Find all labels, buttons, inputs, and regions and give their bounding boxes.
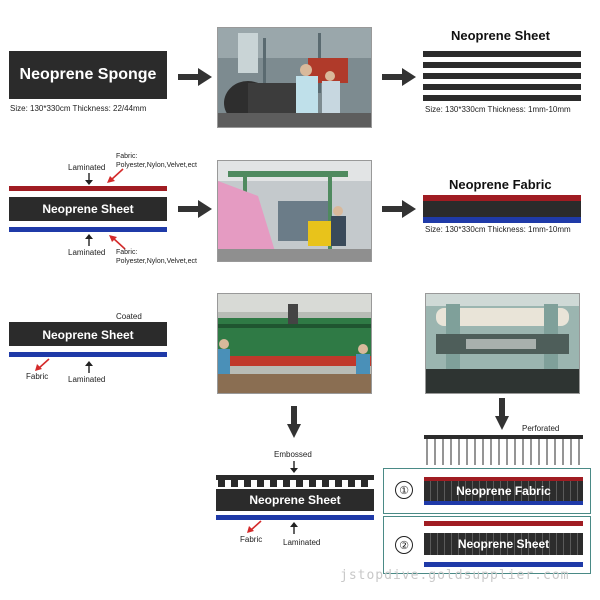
neoprene-sheet-core-label: Neoprene Sheet (42, 202, 134, 216)
neoprene-sheet-core: Neoprene Sheet (9, 197, 167, 221)
embossed-laminated-label: Laminated (283, 538, 321, 547)
factory-photo-embossing (217, 293, 372, 394)
option-1-label: Neoprene Fabric (456, 484, 551, 498)
option-2-perforated-sheet: Neoprene Sheet (424, 533, 583, 555)
coated-top-line (9, 322, 167, 324)
red-pointer-arrow-icon (35, 358, 50, 371)
coated-label: Coated (116, 312, 142, 321)
neoprene-sheet-heading: Neoprene Sheet (451, 28, 550, 43)
arrow-up-icon (290, 522, 298, 534)
option-2-red-layer (424, 521, 583, 526)
red-fabric-layer (9, 186, 167, 191)
sheet-size-text: Size: 130*330cm Thickness: 1mm-10mm (425, 105, 571, 114)
factory-photo-laminating (217, 160, 372, 262)
fabric-top-label: Fabric: Polyester,Nylon,Velvet,ect (116, 153, 197, 169)
coated-neoprene-sheet: Neoprene Sheet (9, 324, 167, 346)
arrow-up-icon (85, 234, 93, 246)
perforated-label: Perforated (522, 424, 560, 433)
fabric-core-layer (423, 201, 581, 217)
option-2-label: Neoprene Sheet (457, 537, 550, 551)
factory-photo-perforating (425, 293, 580, 394)
option-1-number: ① (395, 481, 413, 499)
fabric-bottom-label: Fabric: Polyester,Nylon,Velvet,ect (116, 249, 197, 265)
sheet-layer-1 (423, 51, 581, 57)
red-pointer-arrow-icon (247, 520, 262, 533)
option-1-red-layer (424, 477, 583, 481)
option-1-perforated-core: Neoprene Fabric (424, 481, 583, 501)
option-2-blue-layer (424, 562, 583, 567)
option-1-blue-layer (424, 501, 583, 505)
fabric-blue-layer (423, 217, 581, 223)
laminated-bottom-label: Laminated (68, 248, 106, 257)
embossed-blue-layer (216, 515, 374, 520)
arrow-right-icon (178, 68, 212, 86)
perforator-needles (426, 439, 580, 465)
row3-fabric-label: Fabric (26, 372, 49, 381)
row3-laminated-label: Laminated (68, 375, 106, 384)
neoprene-sponge-title: Neoprene Sponge (19, 66, 157, 83)
arrow-down-icon (287, 406, 301, 438)
option-2-number: ② (395, 536, 413, 554)
coated-neoprene-sheet-label: Neoprene Sheet (42, 328, 134, 342)
arrow-right-icon (382, 200, 416, 218)
sponge-size-text: Size: 130*330cm Thickness: 22/44mm (10, 104, 147, 113)
neoprene-fabric-heading: Neoprene Fabric (449, 177, 552, 192)
red-pointer-arrow-icon (107, 168, 124, 183)
blue-fabric-layer (9, 227, 167, 232)
fabric-size-text: Size: 130*330cm Thickness: 1mm-10mm (425, 225, 571, 234)
arrow-right-icon (382, 68, 416, 86)
arrow-down-icon (85, 173, 93, 185)
sheet-layer-2 (423, 62, 581, 68)
neoprene-sponge-block: Neoprene Sponge (9, 51, 167, 99)
coated-blue-layer (9, 352, 167, 357)
sheet-layer-3 (423, 73, 581, 79)
embossed-fabric-label: Fabric (240, 535, 263, 544)
perforator-bar (424, 435, 583, 439)
watermark-text: jstopdive.goldsupplier.com (340, 568, 570, 583)
fabric-red-layer (423, 195, 581, 201)
sheet-layer-5 (423, 95, 581, 101)
embossed-teeth-pattern (216, 475, 374, 487)
embossed-label: Embossed (274, 450, 312, 459)
arrow-up-icon (85, 361, 93, 373)
arrow-down-icon (290, 461, 298, 473)
red-pointer-arrow-icon (109, 235, 126, 250)
sheet-layer-4 (423, 84, 581, 90)
arrow-right-icon (178, 200, 212, 218)
arrow-down-icon (495, 398, 509, 430)
laminated-top-label: Laminated (68, 163, 106, 172)
embossed-neoprene-sheet-label: Neoprene Sheet (249, 493, 341, 507)
factory-photo-mixing (217, 27, 372, 128)
embossed-neoprene-sheet: Neoprene Sheet (216, 489, 374, 511)
